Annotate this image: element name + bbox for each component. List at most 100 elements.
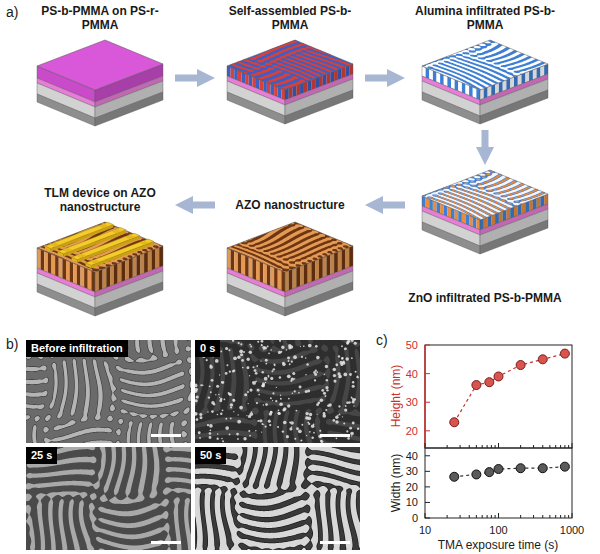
process-arrow <box>365 75 393 82</box>
alumina-speck <box>258 394 260 396</box>
layer-face <box>37 284 95 316</box>
alumina-speck <box>207 424 209 426</box>
alumina-speck <box>221 381 223 383</box>
width-point <box>538 464 547 473</box>
axis-title: Width (nm) <box>389 454 403 513</box>
top-outline <box>422 40 548 90</box>
tick-label: 40 <box>406 449 418 462</box>
scale-bar <box>151 541 181 544</box>
block-copolymer-pattern <box>195 447 360 550</box>
alumina-speck <box>242 367 244 369</box>
process-arrow <box>175 75 203 82</box>
alumina-speck <box>200 384 202 386</box>
alumina-speck <box>332 368 336 372</box>
contact-pad <box>77 254 87 258</box>
block-copolymer-pattern <box>26 340 191 443</box>
face-shade <box>285 282 353 316</box>
minor-tick <box>447 445 448 448</box>
layer-face <box>271 266 275 288</box>
axis-title: Height (nm) <box>389 365 403 428</box>
top-surface <box>227 40 353 90</box>
top-surface <box>422 40 548 90</box>
alumina-speck <box>301 424 303 426</box>
major-tick <box>498 443 499 448</box>
layer-face <box>437 72 441 84</box>
alumina-speck <box>246 366 249 369</box>
alumina-speck <box>257 420 259 422</box>
alumina-speck <box>230 403 233 406</box>
contact-pad <box>139 241 149 245</box>
alumina-speck <box>345 405 347 407</box>
alumina-speck <box>286 435 289 438</box>
alumina-speck <box>272 392 274 394</box>
layer-face <box>249 257 253 279</box>
tick-label: 0 <box>412 512 418 525</box>
alumina-speck <box>268 352 270 354</box>
alumina-speck <box>229 371 231 373</box>
minor-tick <box>549 445 550 448</box>
layer-face <box>444 75 448 87</box>
alumina-speck <box>240 353 243 356</box>
alumina-speck <box>198 431 201 434</box>
electrode-top <box>86 239 154 265</box>
tick-label: 30 <box>406 465 418 478</box>
alumina-speck <box>294 378 296 380</box>
alumina-speck <box>283 421 287 425</box>
alumina-speck <box>261 423 263 425</box>
alumina-speck <box>270 411 272 413</box>
sem-image <box>195 340 360 443</box>
minor-tick <box>469 445 470 448</box>
layer-face <box>473 87 477 99</box>
alumina-speck <box>279 340 281 342</box>
block-copolymer-pattern <box>422 170 548 220</box>
layer-face <box>256 260 260 282</box>
alumina-speck <box>255 372 258 375</box>
alumina-speck <box>353 405 354 406</box>
scale-bar <box>151 434 181 437</box>
alumina-speck <box>308 344 312 348</box>
alumina-speck <box>342 361 344 363</box>
layer-face <box>62 259 66 281</box>
process-illustration <box>227 222 353 316</box>
alumina-speck <box>346 401 349 404</box>
alumina-speck <box>263 424 264 425</box>
image-label: 0 s <box>195 340 220 357</box>
alumina-speck <box>247 358 250 361</box>
sem-background <box>26 447 191 550</box>
process-illustration <box>37 222 163 316</box>
minor-tick <box>469 515 470 518</box>
alumina-speck <box>243 437 246 440</box>
layer-face <box>458 81 462 93</box>
alumina-speck <box>249 388 252 391</box>
block-copolymer-pattern <box>26 447 191 550</box>
face-shade <box>480 220 548 254</box>
alumina-speck <box>295 410 297 412</box>
alumina-speck <box>237 438 239 440</box>
alumina-speck <box>256 402 258 404</box>
face-outline <box>480 220 548 254</box>
alumina-speck <box>278 351 281 354</box>
alumina-speck <box>209 436 212 439</box>
minor-tick <box>568 515 569 518</box>
alumina-speck <box>311 436 314 439</box>
alumina-speck <box>351 397 353 399</box>
alumina-speck <box>292 392 294 394</box>
alumina-speck <box>249 375 250 376</box>
contact-pad <box>90 260 100 264</box>
alumina-speck <box>288 398 290 400</box>
alumina-speck <box>326 389 328 391</box>
minor-tick <box>491 515 492 518</box>
alumina-speck <box>232 340 234 342</box>
layer-face <box>429 199 433 211</box>
alumina-speck <box>325 395 327 397</box>
alumina-speck <box>219 397 220 398</box>
alumina-speck <box>261 340 264 343</box>
alumina-speck <box>342 416 343 417</box>
top-surface <box>37 222 163 272</box>
alumina-speck <box>300 439 302 441</box>
alumina-speck <box>319 430 321 432</box>
alumina-speck <box>232 370 234 372</box>
layer-face <box>234 251 238 273</box>
alumina-speck <box>355 398 357 400</box>
